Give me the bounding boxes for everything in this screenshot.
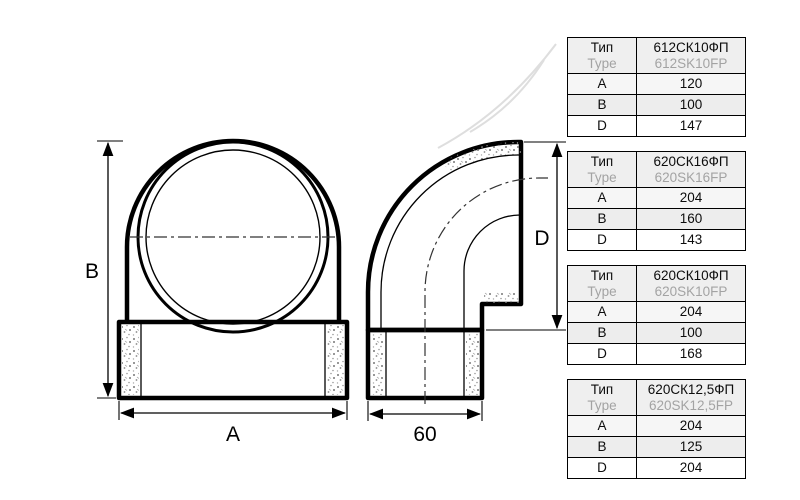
table-row: B 100 xyxy=(567,322,746,345)
param-name: A xyxy=(567,187,637,210)
type-label-ru: Тип xyxy=(590,154,614,170)
spec-table-2: Тип Type 620СК16ФП 620SK16FP A 204 B 160… xyxy=(567,151,746,252)
param-value: 120 xyxy=(636,73,746,96)
type-label-en: Type xyxy=(587,169,617,185)
table-row: D 147 xyxy=(567,115,746,138)
construction-arc xyxy=(469,59,545,133)
param-name: B xyxy=(567,322,637,345)
side-inner-shell-line xyxy=(380,154,521,330)
side-bend-centerline xyxy=(424,177,548,404)
param-name: D xyxy=(567,343,637,366)
param-value: 204 xyxy=(636,187,746,210)
param-name: A xyxy=(567,415,637,438)
front-view xyxy=(116,138,350,401)
type-label-en: Type xyxy=(587,55,617,71)
type-label-en: Type xyxy=(587,397,617,413)
model-code-en: 620SK16FP xyxy=(654,169,728,185)
param-value: 168 xyxy=(636,343,746,366)
dim-60: 60 xyxy=(367,401,483,446)
type-label-ru: Тип xyxy=(590,268,614,284)
dim-label-d: D xyxy=(534,227,549,250)
front-flange-wall-texture-left xyxy=(122,325,139,395)
param-value: 147 xyxy=(636,115,746,138)
table-header-row: Тип Type 620СК16ФП 620SK16FP xyxy=(567,151,746,189)
construction-arc xyxy=(437,43,557,149)
model-code-en: 612SK10FP xyxy=(654,55,728,71)
model-code-en: 620SK12,5FP xyxy=(648,397,734,413)
table-row: B 125 xyxy=(567,436,746,459)
technical-drawing: B A 60 D xyxy=(85,43,566,446)
table-row: B 100 xyxy=(567,94,746,117)
param-name: D xyxy=(567,229,637,252)
param-value: 204 xyxy=(636,457,746,480)
side-inner-bend-line xyxy=(463,214,521,330)
param-value: 125 xyxy=(636,436,746,459)
model-code-ru: 612СК10ФП xyxy=(653,40,729,55)
dim-a: A xyxy=(118,401,348,446)
side-flange-outline xyxy=(365,327,485,401)
table-row: D 143 xyxy=(567,229,746,252)
dim-d: D xyxy=(486,141,566,331)
table-row: D 168 xyxy=(567,343,746,366)
type-label-en: Type xyxy=(587,283,617,299)
duct-circle-inner xyxy=(145,149,321,325)
table-row: A 204 xyxy=(567,301,746,324)
param-value: 143 xyxy=(636,229,746,252)
dim-label-a: A xyxy=(226,423,240,446)
param-value: 160 xyxy=(636,208,746,231)
param-name: D xyxy=(567,457,637,480)
model-code-ru: 620СК10ФП xyxy=(653,268,729,284)
table-header-row: Тип Type 620СК12,5ФП 620SK12,5FP xyxy=(567,379,746,417)
model-code-ru: 620СК12,5ФП xyxy=(647,382,735,398)
elbow-drawing-svg: B A 60 D xyxy=(85,43,566,446)
spec-tables: Тип Type 612СК10ФП 612SK10FP A 120 B 100… xyxy=(567,36,746,493)
side-view xyxy=(365,139,548,404)
side-flange-wall-texture-right xyxy=(466,333,479,395)
front-flange-wall-texture-right xyxy=(327,325,344,395)
param-name: A xyxy=(567,73,637,96)
dim-b: B xyxy=(85,140,123,399)
table-row: A 204 xyxy=(567,415,746,438)
dim-label-60: 60 xyxy=(413,423,436,446)
model-code-en: 620SK10FP xyxy=(654,283,728,299)
table-header-row: Тип Type 612СК10ФП 612SK10FP xyxy=(567,36,746,75)
side-step-texture xyxy=(484,292,519,303)
table-header-row: Тип Type 620СК10ФП 620SK10FP xyxy=(567,265,746,303)
param-value: 100 xyxy=(636,322,746,345)
param-value: 204 xyxy=(636,301,746,324)
param-name: D xyxy=(567,115,637,138)
side-top-wall-texture xyxy=(443,141,521,174)
param-name: B xyxy=(567,208,637,231)
side-flange-wall-texture-left xyxy=(371,333,384,395)
param-name: B xyxy=(567,436,637,459)
param-value: 204 xyxy=(636,415,746,438)
param-name: A xyxy=(567,301,637,324)
front-flange-outline xyxy=(116,319,350,401)
table-row: B 160 xyxy=(567,208,746,231)
param-name: B xyxy=(567,94,637,117)
construction-lines xyxy=(437,43,557,149)
model-code-ru: 620СК16ФП xyxy=(653,154,729,170)
spec-table-3: Тип Type 620СК10ФП 620SK10FP A 204 B 100… xyxy=(567,265,746,366)
dim-label-b: B xyxy=(85,260,99,283)
type-label-ru: Тип xyxy=(590,382,614,398)
param-value: 100 xyxy=(636,94,746,117)
spec-table-1: Тип Type 612СК10ФП 612SK10FP A 120 B 100… xyxy=(567,36,746,138)
spec-table-4: Тип Type 620СК12,5ФП 620SK12,5FP A 204 B… xyxy=(567,379,746,480)
table-row: A 204 xyxy=(567,187,746,210)
table-row: A 120 xyxy=(567,73,746,96)
type-label-ru: Тип xyxy=(590,40,614,55)
table-row: D 204 xyxy=(567,457,746,480)
